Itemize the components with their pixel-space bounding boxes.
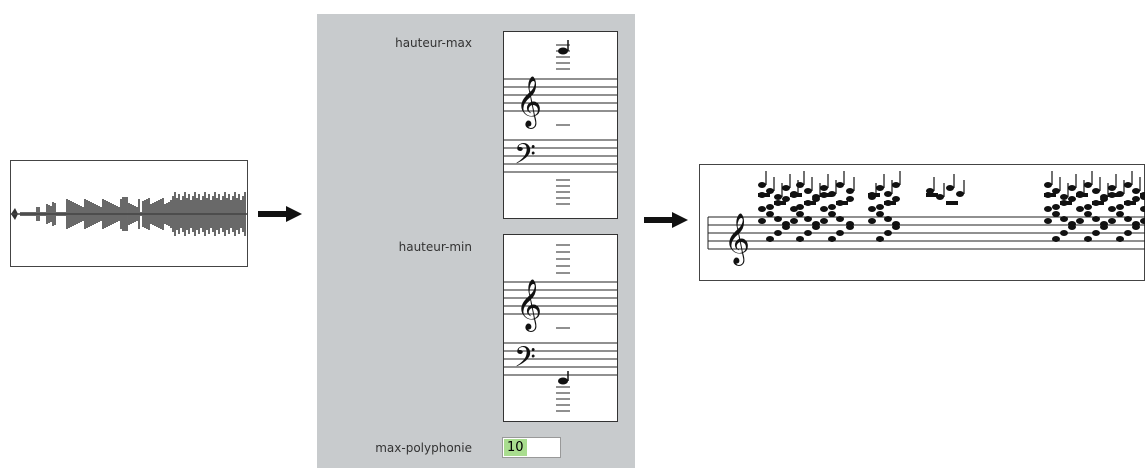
right-arrow-icon [644, 212, 688, 228]
note-clusters [758, 171, 1145, 242]
bass-clef-icon: 𝄢 [514, 341, 536, 381]
treble-clef-icon: 𝄞 [516, 279, 542, 332]
hauteur-min-staff-selector[interactable]: 𝄞 𝄢 [503, 234, 618, 422]
waveform-graphic [11, 192, 247, 236]
max-polyphonie-label: max-polyphonie [375, 441, 472, 455]
bass-clef-icon: 𝄢 [514, 138, 536, 178]
treble-clef-icon: 𝄞 [516, 76, 542, 129]
right-arrow-icon [258, 206, 302, 222]
max-polyphonie-value: 10 [504, 439, 527, 456]
note-head [558, 377, 568, 385]
hauteur-max-staff-selector[interactable]: 𝄞 𝄢 [503, 31, 618, 219]
note-head [558, 47, 568, 55]
hauteur-max-label: hauteur-max [395, 36, 472, 50]
transcribed-score: 𝄞 [699, 164, 1145, 281]
hauteur-min-label: hauteur-min [398, 240, 472, 254]
grand-staff-graphic: 𝄞 𝄢 [504, 40, 617, 205]
score-graphic: 𝄞 [707, 171, 1145, 266]
grand-staff-graphic: 𝄞 𝄢 [504, 244, 617, 412]
treble-clef-icon: 𝄞 [724, 213, 750, 266]
max-polyphonie-input[interactable]: 10 [502, 437, 561, 458]
audio-waveform [10, 160, 248, 267]
